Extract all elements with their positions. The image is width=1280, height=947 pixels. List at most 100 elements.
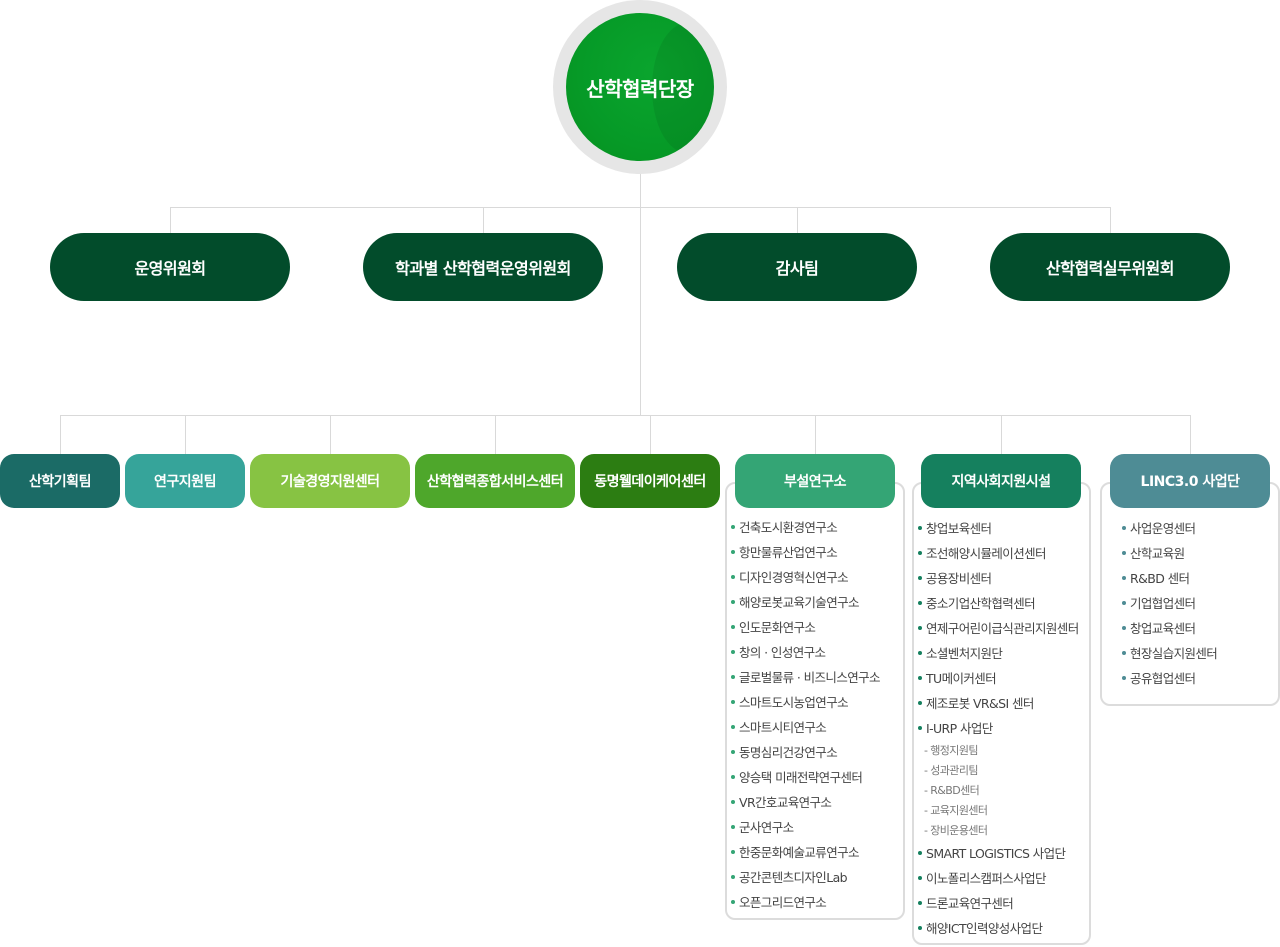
list-item: I-URP 사업단 — [918, 716, 1079, 741]
bullet-icon — [918, 850, 922, 855]
bullet-icon — [731, 799, 735, 804]
list-item-label: 중소기업산학협력센터 — [926, 596, 1036, 611]
bullet-icon — [918, 725, 922, 730]
connector-unit-8 — [1190, 415, 1191, 455]
list-item: 연제구어린이급식관리지원센터 — [918, 616, 1079, 641]
list-subitem-label: - 교육지원센터 — [924, 804, 988, 817]
list-item-label: 군사연구소 — [739, 820, 794, 835]
list-item-label: 기업협업센터 — [1130, 596, 1196, 611]
list-item: 해양ICT인력양성사업단 — [918, 916, 1079, 941]
bullet-icon — [731, 674, 735, 679]
unit-daycare-center: 동명웰데이케어센터 — [580, 454, 720, 508]
list-item: SMART LOGISTICS 사업단 — [918, 841, 1079, 866]
list-item: 창업보육센터 — [918, 516, 1079, 541]
list-item-label: 드론교육연구센터 — [926, 896, 1014, 911]
bullet-icon — [731, 524, 735, 529]
list-subitem-label: - 장비운용센터 — [924, 824, 988, 837]
bullet-icon — [918, 650, 922, 655]
bullet-icon — [731, 574, 735, 579]
list-item-label: 산학교육원 — [1130, 546, 1185, 561]
committee-operating: 운영위원회 — [50, 233, 290, 301]
list-subitem-label: - R&BD센터 — [924, 784, 980, 797]
list-item-label: 제조로봇 VR&SI 센터 — [926, 696, 1034, 711]
connector-committee-bar — [170, 207, 1110, 208]
unit-community-facilities: 지역사회지원시설 — [921, 454, 1081, 508]
list-item: 산학교육원 — [1122, 541, 1217, 566]
list-item: 공용장비센터 — [918, 566, 1079, 591]
list-item: 제조로봇 VR&SI 센터 — [918, 691, 1079, 716]
list-item: R&BD 센터 — [1122, 566, 1217, 591]
community-box — [912, 482, 1091, 945]
bullet-icon — [731, 599, 735, 604]
bullet-icon — [918, 925, 922, 930]
bullet-icon — [731, 899, 735, 904]
bullet-icon — [918, 675, 922, 680]
list-item: 스마트시티연구소 — [731, 715, 880, 740]
list-item-label: 소셜벤처지원단 — [926, 646, 1003, 661]
list-item: 건축도시환경연구소 — [731, 515, 880, 540]
bullet-icon — [731, 874, 735, 879]
head-decoration — [652, 23, 714, 153]
bullet-icon — [1122, 575, 1126, 580]
list-item: 현장실습지원센터 — [1122, 641, 1218, 666]
connector-unit-4 — [495, 415, 496, 455]
list-item: 창업교육센터 — [1122, 616, 1217, 641]
committee-department: 학과별 산학협력운영위원회 — [363, 233, 603, 301]
institutes-box — [725, 482, 905, 920]
list-item: 항만물류산업연구소 — [731, 540, 880, 565]
list-item-label: 항만물류산업연구소 — [739, 545, 838, 560]
list-item: 중소기업산학협력센터 — [918, 591, 1079, 616]
list-item: 디자인경영혁신연구소 — [731, 565, 880, 590]
list-item: 양승택 미래전략연구센터 — [731, 765, 880, 790]
list-item-label: 동명심리건강연구소 — [739, 745, 838, 760]
list-item: 소셜벤처지원단 — [918, 641, 1079, 666]
connector-unit-5 — [650, 415, 651, 455]
list-item-label: 창의 · 인성연구소 — [739, 645, 826, 660]
list-item: 사업운영센터 — [1122, 516, 1217, 541]
connector-unit-2 — [185, 415, 186, 455]
list-item: 스마트도시농업연구소 — [731, 690, 880, 715]
bullet-icon — [918, 625, 922, 630]
list-item-label: 인도문화연구소 — [739, 620, 816, 635]
list-item-label: 공간콘텐츠디자인Lab — [739, 870, 848, 885]
list-item: 드론교육연구센터 — [918, 891, 1079, 916]
list-item-label: 창업보육센터 — [926, 521, 992, 536]
bullet-icon — [731, 849, 735, 854]
linc-box — [1100, 482, 1280, 706]
head-title: 산학협력단장 — [586, 76, 694, 101]
bullet-icon — [918, 600, 922, 605]
connector-trunk — [640, 174, 641, 416]
list-item-label: 오픈그리드연구소 — [739, 895, 827, 910]
list-item: TU메이커센터 — [918, 666, 1079, 691]
unit-planning-team: 산학기획팀 — [0, 454, 120, 508]
bullet-icon — [731, 624, 735, 629]
bullet-icon — [1122, 625, 1126, 630]
list-subitem: - R&BD센터 — [918, 781, 1079, 801]
head-node: 산학협력단장 — [566, 13, 714, 161]
unit-service-center: 산학협력종합서비스센터 — [415, 454, 575, 508]
list-item: 창의 · 인성연구소 — [731, 640, 880, 665]
list-item: VR간호교육연구소 — [731, 790, 880, 815]
bullet-icon — [918, 700, 922, 705]
bullet-icon — [731, 824, 735, 829]
bullet-icon — [1122, 675, 1126, 680]
list-subitem: - 성과관리팀 — [918, 761, 1079, 781]
bullet-icon — [731, 749, 735, 754]
list-item-label: SMART LOGISTICS 사업단 — [926, 846, 1066, 861]
bullet-icon — [1122, 600, 1126, 605]
list-item-label: VR간호교육연구소 — [739, 795, 832, 810]
bullet-icon — [731, 649, 735, 654]
list-item: 공유협업센터 — [1122, 666, 1217, 691]
list-item: 공간콘텐츠디자인Lab — [731, 865, 880, 890]
list-subitem: - 교육지원센터 — [918, 801, 1079, 821]
list-item-label: 양승택 미래전략연구센터 — [739, 770, 863, 785]
bullet-icon — [731, 549, 735, 554]
list-subitem: - 장비운용센터 — [918, 821, 1079, 841]
list-item-label: 현장실습지원센터 — [1130, 646, 1218, 661]
unit-linc: LINC3.0 사업단 — [1110, 454, 1270, 508]
list-item: 조선해양시뮬레이션센터 — [918, 541, 1079, 566]
bullet-icon — [731, 724, 735, 729]
list-item: 오픈그리드연구소 — [731, 890, 880, 915]
